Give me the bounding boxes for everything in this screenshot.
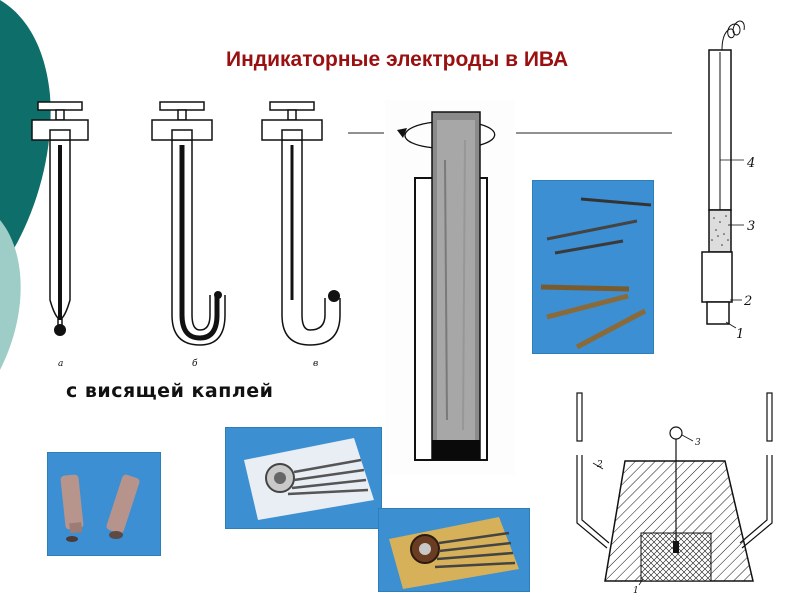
label-v: в <box>313 359 318 369</box>
label-4: 4 <box>746 156 755 171</box>
connector-lines <box>348 132 676 134</box>
cell-label-2: 2 <box>596 460 603 470</box>
label-b: б <box>192 358 198 369</box>
slide-title: Индикаторные электроды в ИВА <box>226 48 569 71</box>
label-a: а <box>58 359 63 369</box>
tube-electrodes-photo <box>47 452 161 556</box>
screen-printed-electrode-photo-1 <box>225 427 382 529</box>
label-2: 2 <box>743 294 752 309</box>
decorative-background-shapes <box>0 0 51 370</box>
capillary-electrodes-figure: а б в <box>20 100 345 370</box>
electrochemical-cell-diagram: 2 3 1 <box>555 383 798 598</box>
hanging-drop-caption: с висящей каплей <box>66 380 274 402</box>
cell-label-3: 3 <box>695 438 701 448</box>
label-3: 3 <box>747 219 755 234</box>
label-1: 1 <box>736 327 744 342</box>
screen-printed-electrode-photo-2 <box>378 508 530 592</box>
electrode-a-drawing <box>31 101 89 336</box>
wire-electrode-diagram: 4 3 2 1 <box>672 0 800 345</box>
rotating-disk-electrode-figure <box>385 100 515 475</box>
electrode-v-drawing <box>261 101 341 346</box>
wire-electrodes-photo <box>532 180 654 354</box>
cell-label-1: 1 <box>633 586 639 596</box>
electrode-b-drawing <box>151 101 226 346</box>
